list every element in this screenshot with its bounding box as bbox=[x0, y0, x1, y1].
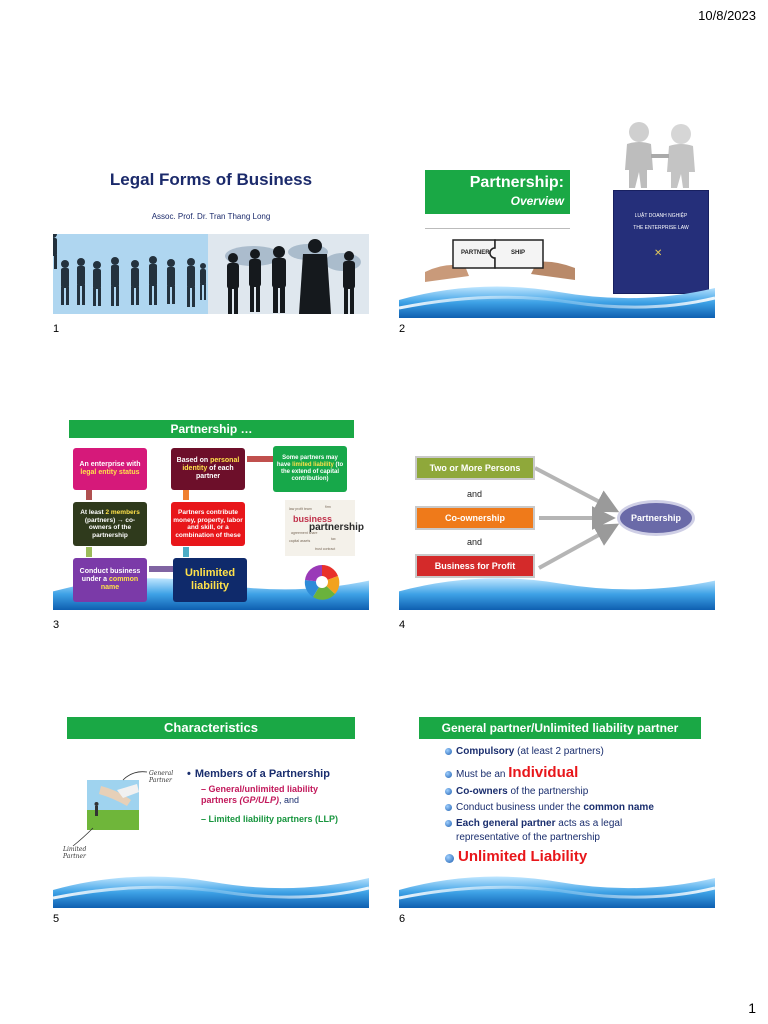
slide-3-thumbnail[interactable]: Partnership … An enterprise with legal e… bbox=[53, 372, 369, 610]
page-number: 1 bbox=[748, 1000, 756, 1016]
box-contributions: Partners contribute money, property, lab… bbox=[171, 502, 245, 546]
pointer-lines bbox=[72, 771, 148, 847]
svg-text:firm: firm bbox=[325, 505, 331, 509]
bullet-common-name: Conduct business under the common name bbox=[445, 802, 654, 813]
wave-decoration bbox=[53, 876, 369, 908]
connector bbox=[183, 490, 189, 500]
arrows bbox=[534, 466, 620, 570]
general-partner-label: General Partner bbox=[149, 770, 174, 784]
box-personal-identity: Based on personal identity of each partn… bbox=[171, 448, 245, 490]
partnership-puzzle-image bbox=[425, 239, 575, 282]
bullet-icon bbox=[445, 803, 452, 811]
bullet-icon bbox=[445, 819, 452, 827]
svg-text:tax: tax bbox=[331, 537, 336, 541]
slide-1-subtitle: Assoc. Prof. Dr. Tran Thang Long bbox=[151, 212, 271, 221]
target-partnership: Partnership bbox=[617, 500, 695, 536]
connector bbox=[183, 547, 189, 557]
book-title-vn: LUẬT DOANH NGHIỆP bbox=[634, 213, 688, 219]
cloud-word-partnership: partnership bbox=[309, 522, 365, 533]
bullet-icon bbox=[445, 787, 452, 795]
print-date: 10/8/2023 bbox=[698, 8, 756, 23]
svg-text:capital assets: capital assets bbox=[289, 539, 310, 543]
puzzle-people-circle-image bbox=[304, 564, 340, 600]
slide-number: 3 bbox=[53, 619, 60, 631]
members-heading: •Members of a Partnership bbox=[187, 768, 330, 780]
bullet-co-owners: Co-owners of the partnership bbox=[445, 786, 588, 797]
connector bbox=[86, 547, 92, 557]
item-business-for-profit: Business for Profit bbox=[415, 554, 535, 578]
puzzle-left-label: PARTNER bbox=[461, 250, 490, 256]
wave-decoration bbox=[399, 578, 715, 610]
bullet-legal-representative-line2: representative of the partnership bbox=[456, 832, 600, 843]
slide-2-subtitle: Overview bbox=[510, 194, 564, 208]
slide-number: 4 bbox=[399, 619, 406, 631]
slide-6-thumbnail[interactable]: General partner/Unlimited liability part… bbox=[399, 670, 715, 908]
item-limited-partners: – Limited liability partners (LLP) bbox=[201, 814, 339, 824]
slide-number: 5 bbox=[53, 913, 60, 925]
svg-text:law profit team: law profit team bbox=[289, 507, 312, 511]
slide-number: 1 bbox=[53, 323, 60, 335]
slide-number: 6 bbox=[399, 913, 406, 925]
box-limited-liability: Some partners may have limited liability… bbox=[273, 446, 347, 492]
handshake-field-image bbox=[87, 780, 139, 830]
slide-2-title: Partnership: bbox=[469, 174, 564, 191]
slide-5-title: Characteristics bbox=[67, 717, 355, 739]
bullet-compulsory: Compulsory (at least 2 partners) bbox=[445, 746, 604, 757]
cloud-word-business: business bbox=[293, 514, 333, 524]
bullet-icon bbox=[445, 853, 454, 863]
slide-1-thumbnail[interactable]: Legal Forms of Business Assoc. Prof. Dr.… bbox=[53, 80, 369, 318]
bullet-icon bbox=[445, 747, 452, 755]
svg-text:trust contract: trust contract bbox=[315, 547, 335, 551]
connector bbox=[149, 566, 173, 572]
box-legal-entity: An enterprise with legal entity status bbox=[73, 448, 147, 490]
slide-6-title: General partner/Unlimited liability part… bbox=[419, 717, 701, 739]
and-label: and bbox=[467, 489, 483, 499]
slide-2-thumbnail[interactable]: Partnership: Overview PARTNER SHIP LUẬT … bbox=[399, 80, 715, 318]
slide-5-thumbnail[interactable]: Characteristics General Partner Limited … bbox=[53, 670, 369, 908]
bullet-icon bbox=[445, 770, 452, 778]
item-two-or-more-persons: Two or More Persons bbox=[415, 456, 535, 480]
bullet-individual: Must be an Individual bbox=[445, 764, 578, 781]
wave-decoration bbox=[399, 876, 715, 908]
bullet-unlimited-liability: Unlimited Liability bbox=[445, 848, 587, 865]
box-common-name: Conduct business under a common name bbox=[73, 558, 147, 602]
connector bbox=[86, 490, 92, 500]
wave-decoration bbox=[399, 286, 715, 318]
connector bbox=[247, 456, 273, 462]
business-people-image bbox=[53, 234, 369, 314]
bullet-legal-representative: Each general partner acts as a legal bbox=[445, 818, 622, 829]
box-unlimited-liability: Unlimited liability bbox=[173, 558, 247, 602]
item-general-partners: – General/unlimited liability partners (… bbox=[201, 784, 319, 805]
word-cloud-image: law profit team firm agreement share capit… bbox=[285, 500, 355, 556]
limited-partner-label: Limited Partner bbox=[63, 846, 87, 860]
enterprise-law-book: LUẬT DOANH NGHIỆP THE ENTERPRISE LAW ✕ bbox=[613, 190, 709, 294]
slide-number: 2 bbox=[399, 323, 406, 335]
slide-3-title: Partnership … bbox=[69, 420, 354, 438]
svg-text:agreement share: agreement share bbox=[291, 531, 318, 535]
slide-2-title-banner: Partnership: Overview bbox=[425, 170, 570, 214]
and-label: and bbox=[467, 537, 483, 547]
item-co-ownership: Co-ownership bbox=[415, 506, 535, 530]
box-two-members: At least 2 members (partners) → co-owner… bbox=[73, 502, 147, 546]
handshake-figures-image bbox=[625, 122, 695, 188]
puzzle-right-label: SHIP bbox=[511, 250, 526, 256]
slide-1-title: Legal Forms of Business bbox=[109, 170, 313, 189]
emblem-icon: ✕ bbox=[654, 248, 663, 259]
slide-4-thumbnail[interactable]: Two or More Persons and Co-ownership and… bbox=[399, 372, 715, 610]
book-title-en: THE ENTERPRISE LAW bbox=[633, 225, 689, 231]
divider bbox=[425, 228, 570, 229]
